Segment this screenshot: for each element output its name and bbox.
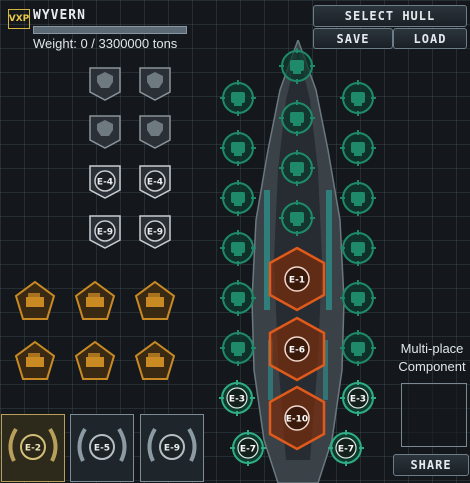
shield-component-e4[interactable]: E-4 — [138, 164, 172, 200]
share-button[interactable]: SHARE — [393, 454, 469, 476]
hardpoint-hex-e6[interactable]: E-6 — [268, 316, 326, 382]
hex-label: E-1 — [289, 276, 305, 286]
engine-component-icon[interactable] — [74, 340, 116, 382]
weapon-slot-target-icon[interactable] — [340, 280, 376, 316]
multi-place-line1: Multi-place — [400, 341, 464, 356]
multi-place-slot[interactable] — [401, 383, 467, 447]
weapon-slot-target-icon[interactable] — [220, 80, 256, 116]
armor-component-icon[interactable] — [88, 66, 122, 102]
commander-card-e5[interactable]: E-5 — [70, 414, 134, 482]
weapon-slot-target-icon[interactable] — [340, 330, 376, 366]
vxp-badge: VXP — [8, 9, 30, 29]
weapon-slot-target-icon[interactable] — [340, 80, 376, 116]
load-button[interactable]: LOAD — [393, 28, 467, 49]
armor-component-icon[interactable] — [138, 66, 172, 102]
shield-label: E-4 — [97, 178, 113, 188]
hex-label: E-10 — [286, 415, 308, 425]
weapon-slot-target-icon[interactable] — [279, 150, 315, 186]
weapon-slot-target-icon[interactable] — [340, 230, 376, 266]
weapon-slot-target-icon[interactable] — [279, 100, 315, 136]
weight-readout: Weight: 0 / 3300000 tons — [33, 36, 178, 51]
engine-component-icon[interactable] — [134, 340, 176, 382]
slot-label: E-7 — [338, 445, 354, 455]
multi-place-line2: Component — [398, 359, 466, 374]
armor-component-icon[interactable] — [88, 114, 122, 150]
weapon-slot-target-icon[interactable] — [220, 280, 256, 316]
shield-label: E-9 — [97, 228, 113, 238]
engine-component-icon[interactable] — [74, 280, 116, 322]
shield-label: E-4 — [147, 178, 163, 188]
weapon-slot-target-icon[interactable] — [220, 230, 256, 266]
weapon-slot-target-icon[interactable] — [220, 180, 256, 216]
slot-label: E-3 — [350, 395, 366, 405]
select-hull-button[interactable]: SELECT HULL — [313, 5, 467, 27]
weapon-slot-target-icon[interactable] — [279, 200, 315, 236]
engine-component-icon[interactable] — [14, 280, 56, 322]
weapon-slot-target-icon[interactable] — [340, 130, 376, 166]
weapon-slot-target-icon[interactable] — [220, 130, 256, 166]
multi-place-label: Multi-place Component — [394, 340, 470, 376]
weapon-slot-target-icon[interactable] — [279, 48, 315, 84]
shield-component-e9[interactable]: E-9 — [88, 214, 122, 250]
hardpoint-hex-e10[interactable]: E-10 — [268, 385, 326, 451]
side-slot-e7-right[interactable]: E-7 — [328, 430, 364, 466]
shield-component-e4[interactable]: E-4 — [88, 164, 122, 200]
engine-component-icon[interactable] — [134, 280, 176, 322]
engine-component-icon[interactable] — [14, 340, 56, 382]
side-slot-e3-right[interactable]: E-3 — [340, 380, 376, 416]
armor-component-icon[interactable] — [138, 114, 172, 150]
slot-label: E-3 — [229, 395, 245, 405]
ship-name: WYVERN — [33, 8, 86, 23]
card-label: E-5 — [94, 444, 110, 454]
weight-bar — [33, 26, 187, 34]
card-label: E-2 — [25, 444, 41, 454]
shield-label: E-9 — [147, 228, 163, 238]
commander-card-e9[interactable]: E-9 — [140, 414, 204, 482]
hardpoint-hex-e1[interactable]: E-1 — [268, 246, 326, 312]
commander-card-e2[interactable]: E-2 — [1, 414, 65, 482]
hex-label: E-6 — [289, 346, 305, 356]
side-slot-e3-left[interactable]: E-3 — [219, 380, 255, 416]
save-button[interactable]: SAVE — [313, 28, 393, 49]
shield-component-e9[interactable]: E-9 — [138, 214, 172, 250]
weapon-slot-target-icon[interactable] — [340, 180, 376, 216]
card-label: E-9 — [164, 444, 180, 454]
weapon-slot-target-icon[interactable] — [220, 330, 256, 366]
slot-label: E-7 — [240, 445, 256, 455]
side-slot-e7-left[interactable]: E-7 — [230, 430, 266, 466]
